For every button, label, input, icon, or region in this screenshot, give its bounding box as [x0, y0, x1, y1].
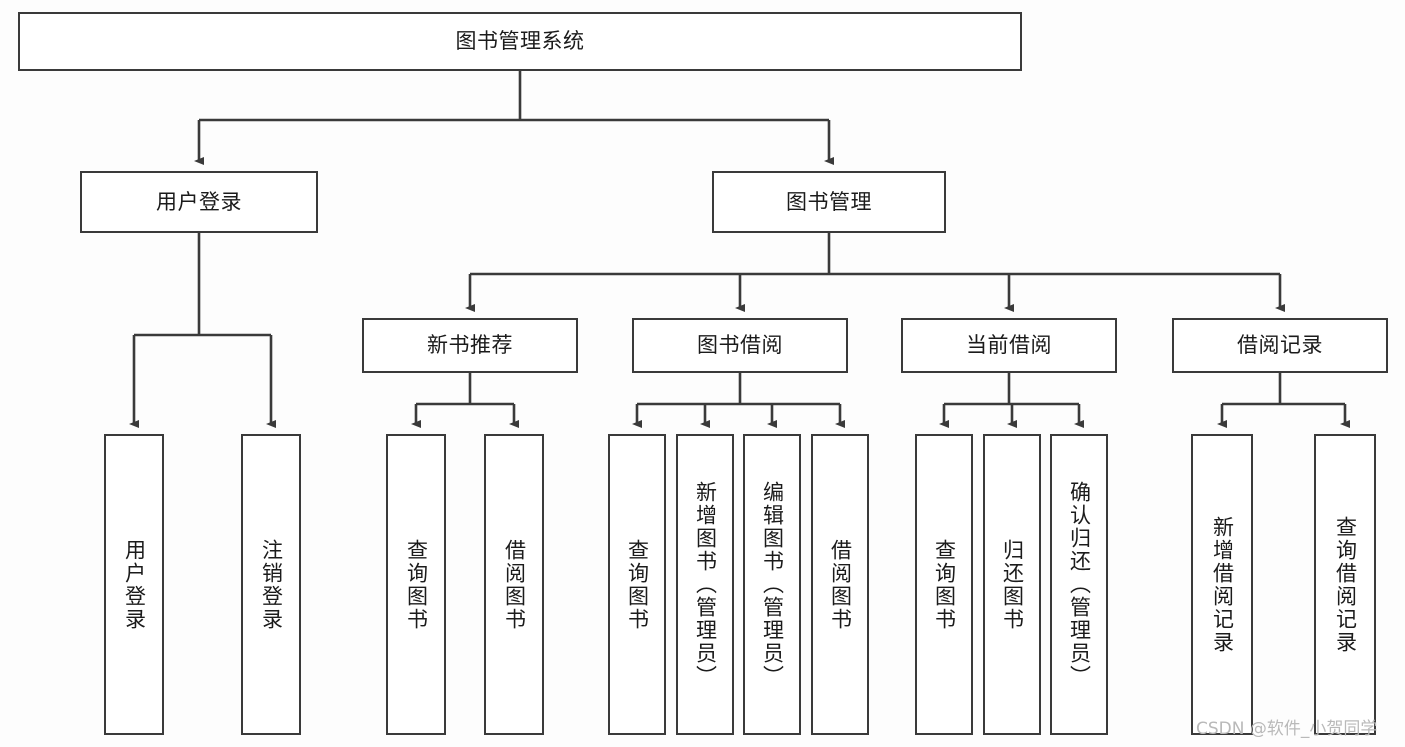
node-new-book-recommend[interactable]: 新书推荐 [362, 318, 578, 373]
node-leaf-borrow-book-2[interactable]: 借阅图书 [811, 434, 869, 735]
node-current-borrow-label: 当前借阅 [966, 333, 1052, 358]
node-leaf-add-book-label: 新增图书（管理员） [693, 481, 718, 688]
node-leaf-query-book-2-label: 查询图书 [625, 538, 650, 631]
node-leaf-borrow-book-1-label: 借阅图书 [502, 538, 527, 631]
node-leaf-query-book-3-label: 查询图书 [932, 538, 957, 631]
node-leaf-return-book-label: 归还图书 [1000, 538, 1025, 631]
node-book-borrow[interactable]: 图书借阅 [632, 318, 848, 373]
node-leaf-user-login[interactable]: 用户登录 [104, 434, 164, 735]
edge-new-book-recommend-bus [411, 373, 519, 428]
node-leaf-borrow-book-2-label: 借阅图书 [828, 538, 853, 631]
node-leaf-query-book-2[interactable]: 查询图书 [608, 434, 666, 735]
node-current-borrow[interactable]: 当前借阅 [901, 318, 1117, 373]
node-borrow-record[interactable]: 借阅记录 [1172, 318, 1388, 373]
csdn-watermark: CSDN @软件_小贺同学 [1196, 719, 1378, 739]
node-leaf-return-book[interactable]: 归还图书 [983, 434, 1041, 735]
node-new-book-recommend-label: 新书推荐 [427, 333, 513, 358]
node-leaf-add-book[interactable]: 新增图书（管理员） [676, 434, 734, 735]
node-book-manage-label: 图书管理 [786, 189, 872, 214]
node-leaf-add-record[interactable]: 新增借阅记录 [1191, 434, 1253, 735]
node-leaf-user-logout-label: 注销登录 [259, 538, 284, 631]
node-leaf-borrow-book-1[interactable]: 借阅图书 [484, 434, 544, 735]
node-leaf-confirm-return-label: 确认归还（管理员） [1067, 481, 1092, 688]
node-leaf-edit-book-label: 编辑图书（管理员） [760, 481, 785, 688]
node-leaf-query-book-1-label: 查询图书 [404, 538, 429, 631]
node-user-login[interactable]: 用户登录 [80, 171, 318, 233]
edge-current-borrow-bus [939, 373, 1084, 428]
node-leaf-confirm-return[interactable]: 确认归还（管理员） [1050, 434, 1108, 735]
node-user-login-label: 用户登录 [156, 189, 242, 214]
node-leaf-user-logout[interactable]: 注销登录 [241, 434, 301, 735]
node-book-manage[interactable]: 图书管理 [712, 171, 946, 233]
node-leaf-query-book-3[interactable]: 查询图书 [915, 434, 973, 735]
node-root-label: 图书管理系统 [455, 29, 585, 54]
edge-user-login-bus [129, 233, 276, 428]
node-borrow-record-label: 借阅记录 [1237, 333, 1323, 358]
node-leaf-edit-book[interactable]: 编辑图书（管理员） [743, 434, 801, 735]
edge-borrow-record-bus [1217, 373, 1350, 428]
edge-root-bus [194, 71, 834, 165]
node-leaf-add-record-label: 新增借阅记录 [1210, 515, 1235, 654]
node-leaf-user-login-label: 用户登录 [122, 538, 147, 631]
edge-book-borrow-bus [632, 373, 845, 428]
node-root[interactable]: 图书管理系统 [18, 12, 1022, 71]
node-leaf-query-record-label: 查询借阅记录 [1333, 515, 1358, 654]
edge-book-manage-bus [465, 233, 1285, 312]
node-leaf-query-book-1[interactable]: 查询图书 [386, 434, 446, 735]
node-book-borrow-label: 图书借阅 [697, 333, 783, 358]
node-leaf-query-record[interactable]: 查询借阅记录 [1314, 434, 1376, 735]
